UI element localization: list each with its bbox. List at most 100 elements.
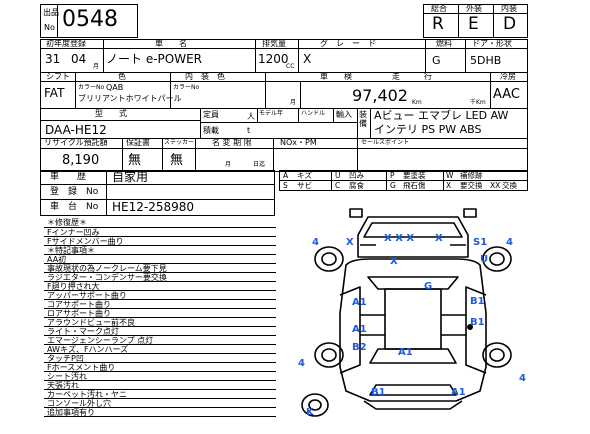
mark-door-fr: B1: [470, 296, 485, 307]
mark-wheel-fr: 4: [506, 237, 513, 248]
mark-hood-x: X: [390, 256, 398, 267]
car-rear-view: [363, 400, 463, 410]
door-label: ドア・形状: [472, 39, 512, 48]
grade-exterior: E: [468, 14, 479, 34]
nox-label: NOx・PM: [280, 138, 317, 147]
color-name: ブリリアントホワイトパール: [78, 94, 182, 103]
note-line: アッパーサポート曲り: [47, 291, 127, 300]
first-reg-month-unit: 月: [93, 63, 100, 70]
model-year-label: モデル年: [259, 110, 284, 117]
chassis-label: 車 台 No: [50, 202, 99, 212]
wheel-front-right: [482, 246, 512, 272]
model: DAA-HE12: [45, 123, 107, 137]
grade-label-exterior: 外装: [466, 4, 482, 13]
mark-fender-fr: S1: [473, 237, 488, 248]
note-line: AA初: [47, 255, 67, 264]
handle-label: ハンドル: [301, 110, 326, 117]
usage-label: 車 歴: [50, 172, 87, 182]
legend-table: A キズ U 凹み P 要塗装 W 補修跡 S サビ C 腐食 G 飛石傷 X …: [279, 170, 528, 191]
mark-door-fl: A1: [352, 297, 367, 308]
lot-number: 0548: [62, 7, 118, 32]
legend-text: サビ: [297, 181, 312, 190]
mark-door-fl2: A1: [352, 324, 367, 335]
shift: FAT: [44, 86, 65, 100]
first-reg-month: 04: [71, 52, 87, 66]
ac: AAC: [493, 87, 520, 102]
lot-box: [40, 4, 138, 38]
mark-spare-k: K: [306, 407, 314, 418]
wheel-front-left: [314, 246, 344, 272]
grade-name: X: [303, 52, 312, 66]
note-line: エマージェンシーランプ 点灯: [47, 336, 154, 345]
displacement-label: 排気量: [262, 39, 286, 48]
reg-label: 登 録 No: [50, 187, 99, 197]
interior-color-label: 内 装 色: [185, 72, 225, 81]
legend-text: 飛石傷: [403, 181, 426, 190]
grade-name-label: グ レ ー ド: [320, 39, 376, 48]
note-line: タッチP凹: [47, 354, 84, 363]
name-change-day: 日迄: [253, 161, 266, 168]
mileage-unit: Km: [412, 99, 422, 106]
mark-door-rl: B2: [352, 342, 367, 353]
model-label: 型 式: [95, 109, 127, 118]
sticker: 無: [170, 153, 184, 168]
mark-front-u: U: [480, 254, 489, 265]
legend-text: 要交換: [460, 181, 483, 190]
note-line: ラジエター・コンデンサー要交換: [47, 273, 167, 282]
name-change-month: 月: [225, 161, 232, 168]
mark-roof-g: G: [424, 281, 433, 292]
import-label: 輸入: [336, 110, 352, 119]
inspection-month-unit: 月: [290, 99, 297, 106]
chassis: HE12-258980: [112, 200, 195, 214]
lot-label-bottom: No: [44, 23, 55, 32]
color-label: 色: [118, 72, 126, 81]
door: 5DHB: [470, 54, 502, 67]
load-label: 積載: [203, 126, 219, 135]
note-line: 天張汚れ: [47, 381, 79, 390]
info-table: [40, 39, 528, 172]
note-line: Fインナー凹み: [47, 228, 100, 237]
car-name: ノート e-POWER: [106, 52, 202, 66]
car-name-label: 車 名: [155, 39, 187, 48]
grade-label-interior: 内装: [501, 4, 517, 13]
sales-point-label: セールスポイント: [361, 139, 410, 146]
mark-front-xxx: X X X: [384, 233, 415, 244]
note-line: カーペット汚れ・ヤニ: [47, 390, 127, 399]
mileage: 97,402: [352, 86, 408, 105]
legend-code: U: [335, 171, 341, 180]
color-no: QAB: [106, 83, 124, 92]
grade-interior: D: [503, 14, 517, 34]
legend-text: キズ: [297, 171, 312, 180]
mark-wheel-rr: 4: [519, 373, 526, 384]
mark-front-x: X: [435, 233, 443, 244]
note-line: 追加事項有り: [47, 408, 95, 417]
car-roof: [384, 288, 442, 350]
legend-code: A: [283, 171, 289, 180]
note-line: アラウンドビュー前不良: [47, 318, 135, 327]
note-line: ライト・マーク点灯: [47, 327, 119, 336]
sticker-label: ステッカー: [164, 139, 195, 146]
warranty-label: 保証書: [126, 138, 150, 147]
fuel: G: [432, 54, 441, 67]
mark-wheel-rl: 4: [298, 358, 305, 369]
name-change-label: 名 変 期 限: [212, 138, 252, 147]
mark-wheel-fl: 4: [312, 237, 319, 248]
displacement-unit: CC: [286, 63, 295, 70]
note-line: Fホースメント曲り: [47, 363, 116, 372]
car-diagram: [301, 208, 512, 417]
grade-box: [423, 4, 528, 38]
legend-code: XX: [490, 181, 501, 190]
legend-code: G: [390, 181, 396, 190]
note-line: AWキズ、Fハンハーズ: [47, 345, 129, 354]
car-front-view: [357, 216, 469, 258]
wheel-rear-right: [482, 342, 512, 368]
inspection-label: 車 検: [320, 72, 352, 81]
mark-bumper-b1: B1: [371, 387, 386, 398]
mileage-label: 走 行: [392, 72, 432, 81]
legend-text: 凹み: [349, 171, 364, 180]
note-line: コンソール外し穴: [47, 399, 111, 408]
capacity-label: 定員: [203, 110, 219, 119]
ac-label: 冷房: [500, 72, 516, 81]
shift-label: シフト: [46, 72, 70, 81]
first-reg-year: 31: [45, 52, 61, 66]
